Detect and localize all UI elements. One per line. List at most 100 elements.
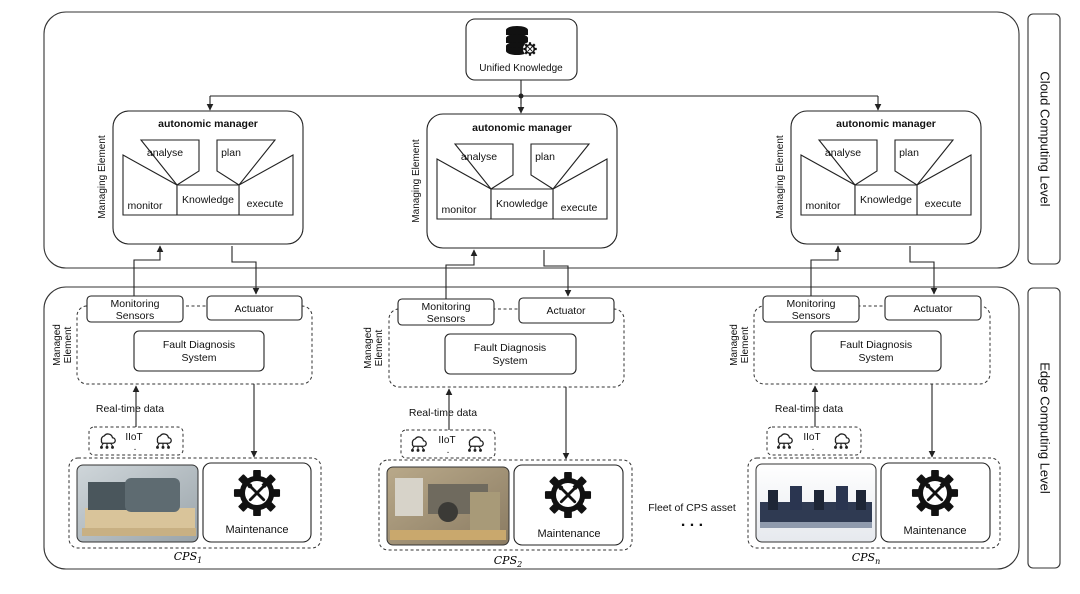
cloud-level-tab xyxy=(1027,13,1061,265)
fds-label-line2: System xyxy=(181,352,216,364)
monitoring-sensors-box xyxy=(762,295,860,323)
managing-element-label: Managing Element xyxy=(97,135,108,219)
managed-label-line2: Element xyxy=(740,326,751,363)
monitor-label: monitor xyxy=(441,204,477,216)
iiot-frame xyxy=(766,426,862,456)
monitoring-sensors-box xyxy=(397,298,495,326)
maintenance-label: Maintenance xyxy=(538,528,601,540)
plan-label: plan xyxy=(535,151,555,163)
sensor-to-manager-2 xyxy=(445,249,478,299)
edge-unit-1: Monitoring Sensors Actuator Managed Elem… xyxy=(52,295,322,565)
iiot-dots: . xyxy=(447,445,450,456)
analyse-block xyxy=(453,143,514,190)
analyse-block xyxy=(139,139,200,186)
sensors-label-line1: Monitoring xyxy=(110,298,159,310)
realtime-data-label: Real-time data xyxy=(96,403,164,415)
managed-label-line1: Managed xyxy=(363,327,374,369)
realtime-data-label: Real-time data xyxy=(775,403,843,415)
fds-label-line2: System xyxy=(858,352,893,364)
sensor-to-manager-1 xyxy=(133,245,164,297)
manager-title: autonomic manager xyxy=(472,122,572,134)
monitor-label: monitor xyxy=(805,200,841,212)
cps-label: CPS2 xyxy=(494,554,522,569)
iiot-label: IIoT xyxy=(438,435,455,446)
knowledge-block xyxy=(854,184,918,216)
managed-element-frame xyxy=(753,305,991,385)
knowledge-label: Knowledge xyxy=(182,194,234,206)
managing-element-label: Managing Element xyxy=(411,139,422,223)
iiot-label: IIoT xyxy=(125,432,142,443)
cps-label: CPSn xyxy=(852,551,881,566)
managed-label-line1: Managed xyxy=(52,324,63,366)
managed-element-frame xyxy=(388,308,625,388)
managed-label-line2: Element xyxy=(374,329,385,366)
maintenance-label: Maintenance xyxy=(904,525,967,537)
analyse-label: analyse xyxy=(147,147,183,159)
plan-label: plan xyxy=(899,147,919,159)
iiot-dots: . xyxy=(812,442,815,453)
edge-level-tab xyxy=(1027,287,1061,569)
actuator-box xyxy=(518,297,615,324)
cps-label: CPS1 xyxy=(174,550,202,565)
managing-element-label: Managing Element xyxy=(775,135,786,219)
execute-label: execute xyxy=(561,202,598,214)
actuator-box xyxy=(884,295,982,321)
monitor-label: monitor xyxy=(127,200,163,212)
edge-level-label: Edge Computing Level xyxy=(1038,362,1053,494)
realtime-data-label: Real-time data xyxy=(409,407,477,419)
fault-diagnosis-box xyxy=(133,330,265,372)
cps-asset-frame xyxy=(378,459,633,551)
manager-title: autonomic manager xyxy=(158,118,258,130)
execute-label: execute xyxy=(925,198,962,210)
autonomic-manager-1: autonomic manager Managing Element analy… xyxy=(97,110,304,245)
cps-asset-frame xyxy=(747,457,1001,549)
fleet-machines-photo xyxy=(755,463,877,543)
fleet-ellipsis: . . . xyxy=(681,513,703,530)
monitoring-sensors-box xyxy=(86,295,184,323)
actuator-label: Actuator xyxy=(546,305,586,317)
unified-knowledge-label: Unified Knowledge xyxy=(479,63,563,74)
iiot-label: IIoT xyxy=(803,432,820,443)
analyse-block xyxy=(817,139,878,186)
sensor-to-manager-3 xyxy=(810,245,842,297)
managed-label-line1: Managed xyxy=(729,324,740,366)
analyse-label: analyse xyxy=(825,147,861,159)
maintenance-gear-icon xyxy=(233,469,281,517)
fault-diagnosis-box xyxy=(810,330,942,372)
fleet-label: Fleet of CPS asset xyxy=(648,502,736,514)
maintenance-gear-icon xyxy=(544,471,592,519)
iiot-frame xyxy=(88,426,184,456)
manager-title: autonomic manager xyxy=(836,118,936,130)
fds-label-line1: Fault Diagnosis xyxy=(474,342,546,354)
sensors-label-line2: Sensors xyxy=(116,310,155,322)
actuator-box xyxy=(206,295,303,321)
actuator-label: Actuator xyxy=(234,303,274,315)
fds-label-line1: Fault Diagnosis xyxy=(840,339,912,351)
plan-label: plan xyxy=(221,147,241,159)
database-gear-icon xyxy=(506,26,537,56)
autonomic-manager-3: autonomic manager Managing Element analy… xyxy=(775,110,982,245)
manager-to-actuator-1 xyxy=(231,246,260,295)
actuator-label: Actuator xyxy=(913,303,953,315)
sensors-label-line1: Monitoring xyxy=(786,298,835,310)
fds-label-line2: System xyxy=(492,355,527,367)
cloud-level-label: Cloud Computing Level xyxy=(1038,71,1053,206)
maintenance-gear-icon xyxy=(911,469,959,517)
knowledge-block xyxy=(490,188,554,220)
drive-test-bench-photo xyxy=(386,466,510,546)
knowledge-label: Knowledge xyxy=(496,198,548,210)
fds-label-line1: Fault Diagnosis xyxy=(163,339,235,351)
knowledge-block xyxy=(176,184,240,216)
edge-unit-3: Monitoring Sensors Actuator Managed Elem… xyxy=(729,295,1001,566)
maintenance-label: Maintenance xyxy=(226,524,289,536)
fault-diagnosis-box xyxy=(444,333,577,375)
edge-unit-2: Monitoring Sensors Actuator Managed Elem… xyxy=(363,297,633,569)
managed-label-line2: Element xyxy=(63,326,74,363)
iiot-dots: . xyxy=(134,442,137,453)
manager-to-actuator-2 xyxy=(543,250,572,297)
managed-element-frame xyxy=(76,305,313,385)
autonomic-manager-2: autonomic manager Managing Element analy… xyxy=(411,113,618,249)
iiot-frame xyxy=(400,429,496,459)
knowledge-label: Knowledge xyxy=(860,194,912,206)
